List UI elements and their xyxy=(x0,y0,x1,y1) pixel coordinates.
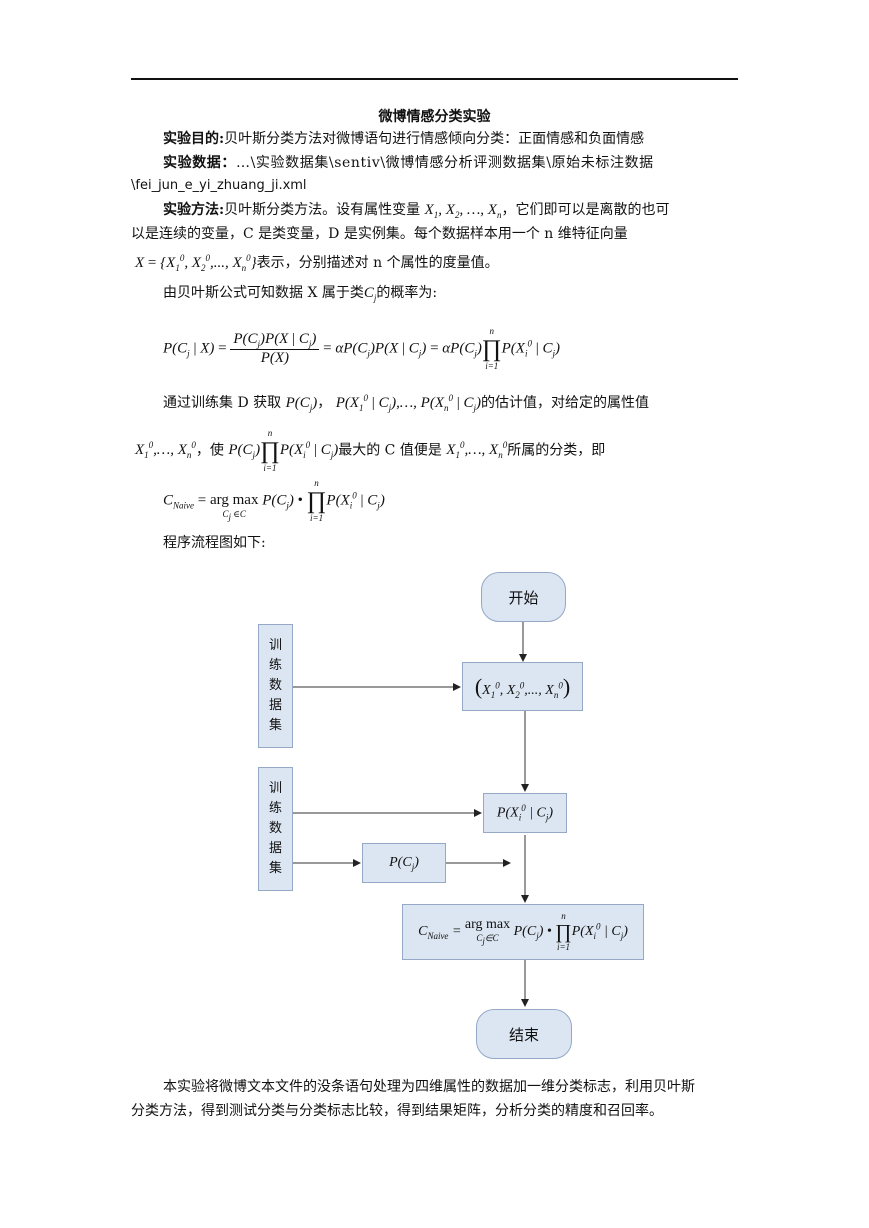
flow-prior: P(Cj) xyxy=(362,843,446,883)
page-title: 微博情感分类实验 xyxy=(378,109,491,125)
flow-end: 结束 xyxy=(476,1009,572,1059)
data-text: …\实验数据集\sentiv\微博情感分析评测数据集\原始未标注数据 xyxy=(236,155,654,171)
flow-training-set-2: 训 练 数 据 集 xyxy=(258,767,293,891)
method-line-2: 以是连续的变量，C 是类变量，D 是实例集。每个数据样本用一个 n 维特征向量 xyxy=(131,226,628,242)
data-paragraph: 实验数据：…\实验数据集\sentiv\微博情感分析评测数据集\原始未标注数据 xyxy=(163,153,654,173)
train-line-1: 通过训练集 D 获取 P(Cj)， P(X10 | Cj),…, P(Xn0 |… xyxy=(163,393,650,413)
conclusion-line-1: 本实验将微博文本文件的没条语句处理为四维属性的数据加一维分类标志，利用贝叶斯 xyxy=(163,1079,695,1095)
method-label: 实验方法: xyxy=(163,202,225,218)
flow-likelihood: P(Xi0 | Cj) xyxy=(483,793,567,833)
data-label: 实验数据： xyxy=(163,155,236,171)
flow-training-set-1: 训 练 数 据 集 xyxy=(258,624,293,748)
method-line-3: X = {X10, X20,..., Xn0}表示，分别描述对 n 个属性的度量… xyxy=(135,253,499,273)
conclusion-line-2: 分类方法，得到测试分类与分类标志比较，得到结果矩阵，分析分类的精度和召回率。 xyxy=(131,1103,663,1119)
purpose-paragraph: 实验目的:贝叶斯分类方法对微博语句进行情感倾向分类：正面情感和负面情感 xyxy=(163,129,644,149)
flow-start: 开始 xyxy=(481,572,566,622)
bayes-formula: P(Cj | X) = P(Cj)P(X | Cj)P(X) = αP(Cj)P… xyxy=(163,326,560,371)
purpose-label: 实验目的: xyxy=(163,131,225,147)
method-line-1: 实验方法:贝叶斯分类方法。设有属性变量 X1, X2, …, Xn，它们即可以是… xyxy=(163,202,670,220)
attr-vars-formula: X1, X2, …, Xn xyxy=(424,202,502,220)
bayes-intro: 由贝叶斯公式可知数据 X 属于类Cj的概率为: xyxy=(163,285,438,303)
flow-intro: 程序流程图如下: xyxy=(163,535,266,551)
purpose-text: 贝叶斯分类方法对微博语句进行情感倾向分类：正面情感和负面情感 xyxy=(224,131,645,147)
feature-vector-formula: X = {X10, X20,..., Xn0} xyxy=(135,253,257,273)
data-path: \fei_jun_e_yi_zhuang_ji.xml xyxy=(131,178,307,193)
flow-feature-vector: (X10, X20,..., Xn0) xyxy=(462,662,583,711)
header-rule xyxy=(131,78,738,80)
